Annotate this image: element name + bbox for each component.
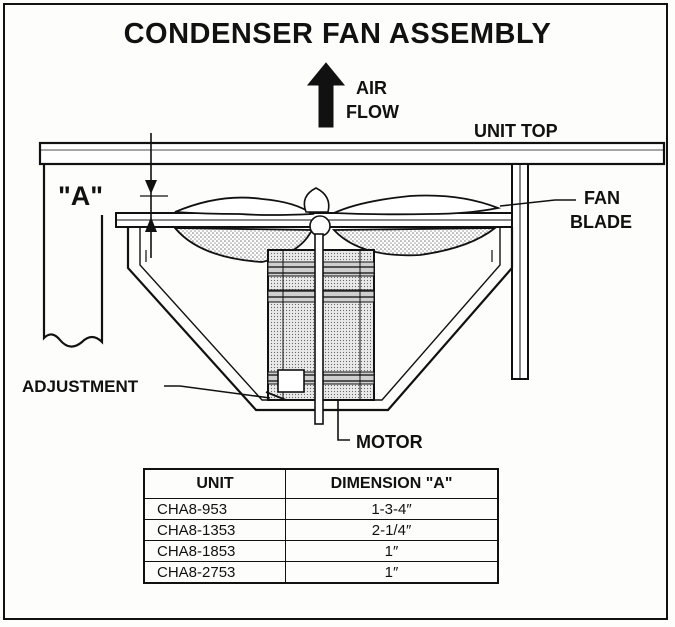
motor-label: MOTOR	[356, 432, 423, 452]
fan-label: FAN	[584, 188, 620, 208]
table-row: CHA8-953 1-3-4″	[143, 498, 499, 520]
cell-unit: CHA8-2753	[143, 561, 286, 584]
dimension-a-arrow-up	[145, 217, 157, 232]
fan-blade-leader	[499, 199, 576, 207]
fan-blade-top	[303, 187, 330, 213]
cell-unit: CHA8-953	[143, 498, 286, 520]
fan-hub	[309, 215, 331, 237]
header-dimension: DIMENSION "A"	[285, 468, 499, 499]
fan-blade-lower-right	[331, 227, 498, 257]
motor-shaft	[314, 233, 324, 425]
header-unit: UNIT	[143, 468, 286, 499]
cell-unit: CHA8-1853	[143, 540, 286, 562]
left-side-wall	[42, 164, 104, 348]
cell-unit: CHA8-1353	[143, 519, 286, 541]
frame-border	[3, 3, 668, 620]
diagram-title: CONDENSER FAN ASSEMBLY	[123, 18, 552, 50]
unit-top-panel	[38, 141, 666, 166]
cell-dimension: 1″	[285, 561, 499, 584]
cell-dimension: 2-1/4″	[285, 519, 499, 541]
dimension-a-arrow-down	[145, 180, 157, 194]
dimension-a-label: "A"	[58, 181, 103, 211]
blade-label: BLADE	[570, 212, 632, 232]
adjustment-label: ADJUSTMENT	[22, 377, 139, 396]
cell-dimension: 1-3-4″	[285, 498, 499, 520]
adjustment-leader	[164, 385, 271, 399]
unit-top-label: UNIT TOP	[474, 121, 558, 141]
dimension-table: UNIT DIMENSION "A" CHA8-953 1-3-4″ CHA8-…	[143, 468, 499, 584]
table-row: CHA8-1353 2-1/4″	[143, 519, 499, 541]
table-row: CHA8-2753 1″	[143, 561, 499, 584]
table-row: CHA8-1853 1″	[143, 540, 499, 562]
fan-blade-right	[333, 194, 502, 216]
adjustment-screw	[277, 369, 305, 393]
airflow-arrow	[306, 62, 346, 128]
motor-leader	[337, 400, 350, 441]
air-label: AIR	[356, 78, 387, 98]
table-header-row: UNIT DIMENSION "A"	[143, 468, 499, 499]
cell-dimension: 1″	[285, 540, 499, 562]
fan-blade-left	[174, 196, 315, 216]
flow-label: FLOW	[346, 102, 399, 122]
